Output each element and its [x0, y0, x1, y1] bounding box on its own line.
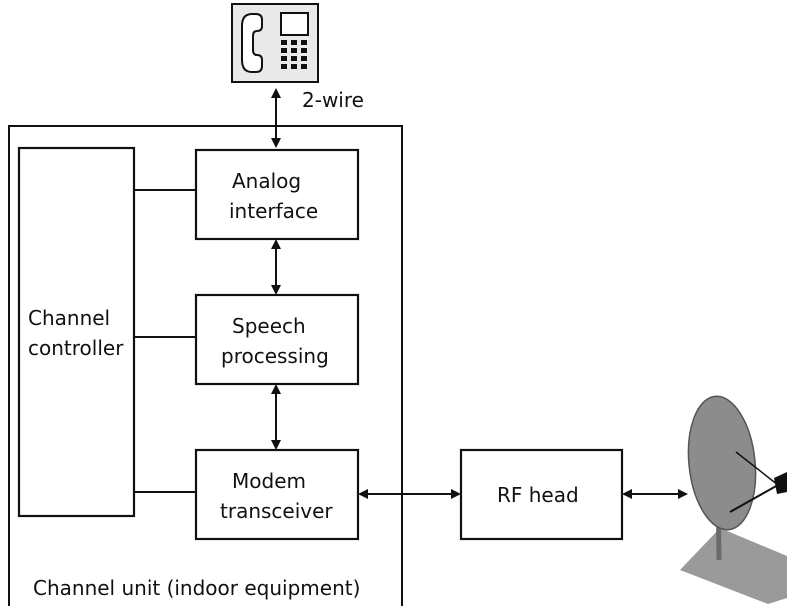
- speech-processing-label-line2: processing: [221, 344, 329, 368]
- analog-interface-block: [194, 148, 360, 241]
- satellite-dish-icon: [680, 395, 787, 604]
- rf-head-label: RF head: [497, 483, 579, 507]
- enclosure-label: Channel unit (indoor equipment): [33, 576, 360, 600]
- channel-unit-enclosure: [8, 125, 403, 606]
- rf-head-block: [459, 448, 624, 541]
- modem-transceiver-label: Modem: [232, 469, 306, 493]
- channel-controller-label-line2: controller: [28, 336, 124, 360]
- modem-transceiver-block: [194, 448, 360, 541]
- speech-processing-block: [194, 293, 360, 386]
- channel-controller-label: Channel: [28, 306, 110, 330]
- analog-interface-label-line2: interface: [229, 199, 318, 223]
- channel-controller-block: [17, 146, 136, 518]
- speech-processing-label: Speech: [232, 314, 306, 338]
- modem-transceiver-label-line2: transceiver: [220, 499, 333, 523]
- two-wire-label: 2-wire: [302, 88, 364, 112]
- analog-interface-label: Analog: [232, 169, 301, 193]
- telephone-icon: [231, 3, 319, 83]
